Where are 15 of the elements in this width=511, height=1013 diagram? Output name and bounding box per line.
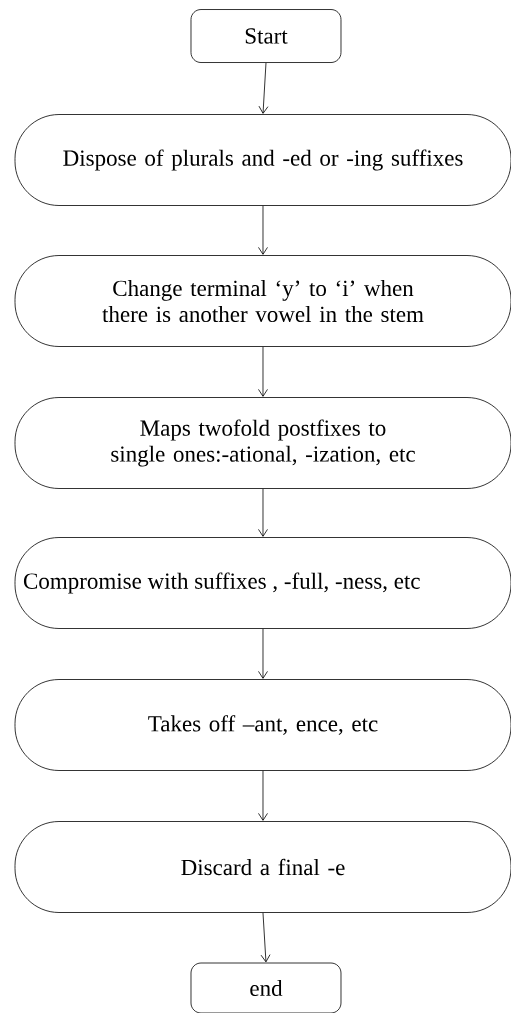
arrow bbox=[258, 488, 268, 537]
arrow bbox=[258, 62, 269, 114]
process-box: Takes off –ant, ence, etc bbox=[14, 679, 511, 771]
process-box: Dispose of plurals and -ed or -ing suffixes bbox=[14, 114, 511, 206]
process-box: Discard a final -e bbox=[14, 821, 511, 913]
terminal-box: Start bbox=[190, 9, 342, 63]
arrow bbox=[258, 770, 268, 821]
arrow bbox=[260, 912, 271, 963]
process-box: Compromise with suffixes , -full, -ness, etc bbox=[14, 537, 511, 629]
arrow bbox=[258, 346, 268, 397]
process-box: Change terminal ‘y’ to ‘i’ when there is another vowel in the stem bbox=[14, 255, 511, 347]
arrow bbox=[258, 205, 268, 255]
terminal-box: end bbox=[190, 962, 342, 1013]
arrow bbox=[258, 628, 268, 679]
process-box: Maps twofold postfixes to single ones:-ational, -ization, etc bbox=[14, 397, 511, 489]
